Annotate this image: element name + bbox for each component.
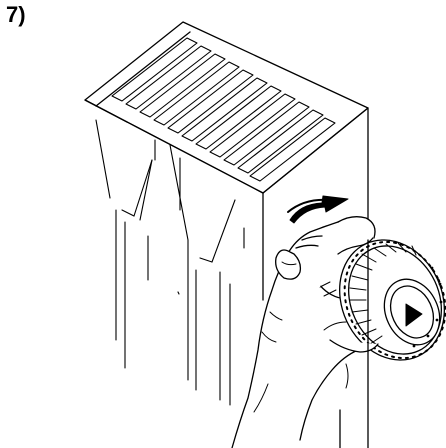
- radiator-grille: [112, 38, 335, 181]
- hand: [232, 217, 378, 448]
- step-number-label: 7): [6, 2, 26, 27]
- radiator-body: [85, 22, 368, 300]
- radiator-panel-lines: [96, 120, 244, 405]
- curved-arrow-right-icon: [288, 196, 348, 223]
- triangle-play-icon: [406, 304, 422, 326]
- radiator-stand-lines: [340, 240, 368, 448]
